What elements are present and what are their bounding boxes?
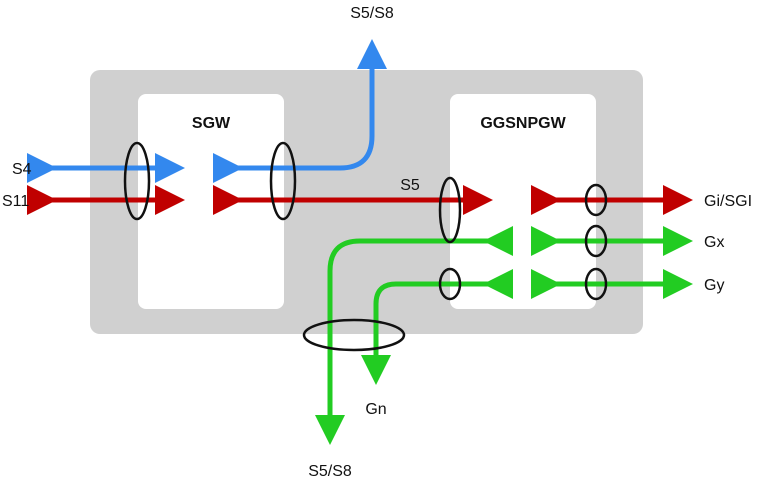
gx-ring bbox=[584, 224, 608, 258]
sgw-title: SGW bbox=[192, 115, 231, 132]
label-s5-s8-top: S5/S8 bbox=[350, 5, 394, 22]
label-gx: Gx bbox=[704, 234, 724, 251]
label-s11: S11 bbox=[2, 193, 29, 210]
ggsnpgw-left-interface-ring bbox=[438, 176, 462, 244]
ggsnpgw-title: GGSNPGW bbox=[480, 115, 566, 132]
sgw-right-interface-ring bbox=[269, 141, 297, 221]
label-gn: Gn bbox=[365, 401, 386, 418]
label-s4: S4 bbox=[12, 161, 32, 178]
s5-s8-bottom-arrow bbox=[315, 226, 513, 445]
label-gy: Gy bbox=[704, 277, 724, 294]
label-s5: S5 bbox=[400, 177, 420, 194]
gi-sgi-ring bbox=[584, 183, 608, 217]
s5-s8-top-arrow bbox=[213, 39, 387, 183]
bottom-interface-ring bbox=[302, 318, 406, 352]
label-gi-sgi: Gi/SGI bbox=[704, 193, 752, 210]
label-s5-s8-bottom: S5/S8 bbox=[308, 463, 352, 480]
ggsnpgw-gy-left-ring bbox=[438, 267, 462, 301]
sgw-left-interface-ring bbox=[123, 141, 151, 221]
gy-ring bbox=[584, 267, 608, 301]
gn-arrow bbox=[361, 269, 513, 385]
